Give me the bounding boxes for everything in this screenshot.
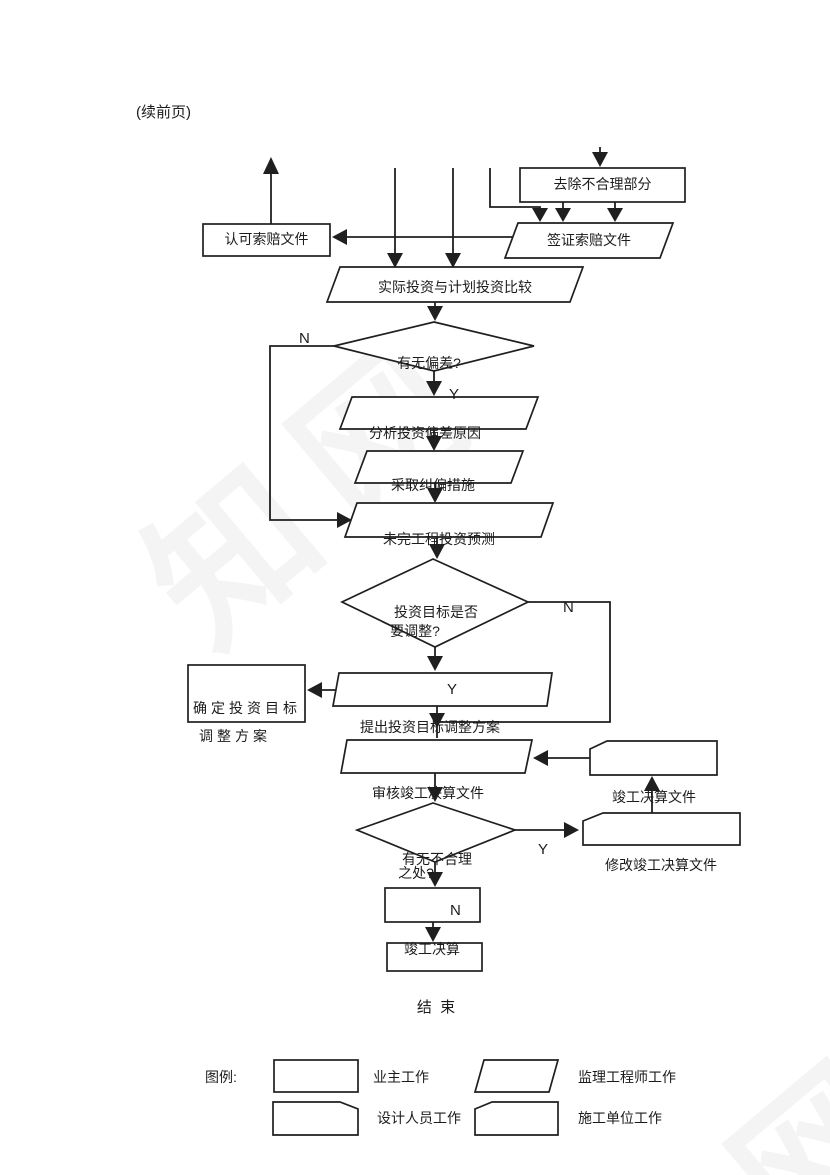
node-approve-claim-label: 认可索赔文件 (224, 231, 309, 247)
branch-adjust-yes: Y (447, 681, 458, 698)
arrowhead-sign-mid (555, 208, 571, 222)
node-determine-plan-line2: 调整方案 (199, 728, 271, 744)
continued-note: (续前页) (136, 104, 191, 121)
branch-unreasonable-yes: Y (538, 841, 549, 858)
node-settlement-doc-label: 竣工决算文件 (612, 789, 696, 805)
node-final-settlement-label: 竣工决算 (404, 941, 460, 957)
arrowhead-into-review-right (533, 750, 548, 766)
end-text: 结 束 (416, 999, 456, 1016)
node-corrective-parallelogram (353, 450, 525, 484)
node-analyze-label: 分析投资偏差原因 (369, 425, 481, 441)
node-analyze-parallelogram (338, 396, 540, 430)
legend-label-owner: 业主工作 (373, 1069, 429, 1085)
node-unreasonable-question-line2: 之处? (398, 865, 434, 881)
arrowhead-compare-1 (387, 253, 403, 268)
node-n-branch-box (384, 887, 481, 923)
node-determine-plan-line1: 确定投资目标 (193, 700, 301, 716)
legend-shape-chamfer-top-right (272, 1101, 359, 1136)
node-sign-claim-label: 签证索赔文件 (547, 232, 631, 248)
arrowhead-no-loop (337, 512, 352, 528)
node-review-parallelogram (339, 739, 534, 774)
branch-adjust-no: N (563, 599, 574, 616)
arrowhead-into-review-top (429, 713, 445, 728)
arrowhead-into-determine (307, 682, 322, 698)
connector-adjust-no-bypass (437, 601, 611, 723)
arrowhead-propose-top (427, 656, 443, 671)
node-remove-unreasonable-label: 去除不合理部分 (553, 176, 652, 192)
arrowhead-deviation-top (427, 306, 443, 321)
arrowhead-forecast-top (427, 488, 443, 503)
node-compare-parallelogram (325, 266, 585, 303)
arrowhead-into-approve (332, 229, 347, 245)
connector-deviation-no-loop (269, 345, 341, 521)
arrowhead-into-nbox (427, 872, 443, 887)
legend-label-supervisor: 监理工程师工作 (578, 1069, 676, 1085)
arrowhead-into-settlementdoc (644, 776, 660, 791)
node-review-label: 审核竣工决算文件 (372, 785, 484, 801)
legend-label-contractor: 施工单位工作 (578, 1110, 662, 1126)
branch-deviation-yes: Y (449, 386, 460, 403)
node-deviation-question-label: 有无偏差? (397, 355, 461, 371)
node-forecast-parallelogram (343, 502, 555, 538)
node-propose-parallelogram (331, 672, 553, 707)
node-forecast-label: 未完工程投资预测 (383, 531, 495, 547)
node-unreasonable-question-line1: 有无不合理 (402, 851, 472, 867)
arrowhead-remove-top (592, 152, 608, 167)
node-adjust-diamond (340, 558, 531, 648)
node-modify-settlement-label: 修改竣工决算文件 (605, 857, 717, 873)
arrowhead-sign-left (532, 208, 548, 222)
arrowhead-into-final (425, 927, 441, 942)
arrowhead-analyze-top (426, 381, 442, 396)
legend-shape-parallelogram (473, 1059, 560, 1093)
node-final-settlement-box (386, 942, 483, 972)
arrowhead-corrective-top (426, 436, 442, 451)
legend-label-designer: 设计人员工作 (377, 1110, 461, 1126)
legend-shape-rectangle (273, 1059, 359, 1093)
node-sign-claim-parallelogram (503, 222, 675, 259)
node-remove-unreasonable-box (519, 167, 686, 203)
node-compare-label: 实际投资与计划投资比较 (378, 279, 532, 295)
node-unreasonable-diamond (354, 802, 518, 863)
arrowhead-adjust-top (429, 544, 445, 559)
arrowhead-up-approve (263, 157, 279, 174)
node-deviation-diamond (333, 321, 535, 372)
branch-deviation-no: N (299, 330, 310, 347)
node-corrective-label: 采取纠偏措施 (391, 477, 475, 493)
node-modify-settlement-box (582, 812, 741, 846)
node-adjust-question-line1: 投资目标是否 (394, 604, 478, 620)
node-settlement-doc-box (589, 740, 718, 776)
arrowhead-sign-right (607, 208, 623, 222)
legend-shape-chamfer-top-left (474, 1101, 559, 1136)
branch-unreasonable-no: N (450, 902, 461, 919)
arrowhead-into-modify (564, 822, 579, 838)
arrowhead-compare-2 (445, 253, 461, 268)
node-propose-label: 提出投资目标调整方案 (360, 719, 500, 735)
arrowhead-unreasonable-top (427, 787, 443, 802)
legend-title: 图例: (205, 1069, 237, 1085)
node-adjust-question-line2: 要调整? (390, 623, 440, 639)
node-determine-plan-box (187, 664, 306, 723)
node-approve-claim-box (202, 223, 331, 257)
